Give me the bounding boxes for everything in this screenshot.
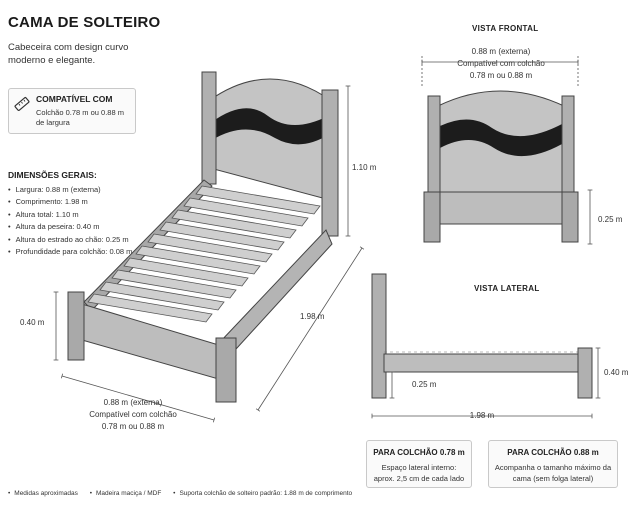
dimension-item: Profundidade para colchão: 0.08 m <box>8 246 133 258</box>
info-box-title: PARA COLCHÃO 0.88 m <box>507 448 599 457</box>
dimension-item: Altura da peseira: 0.40 m <box>8 221 132 233</box>
headboard-post-right <box>321 89 339 237</box>
compat-box <box>8 88 136 134</box>
dimension-item: Altura total: 1.10 m <box>8 209 132 221</box>
label-length: 1.98 m <box>300 312 325 321</box>
footboard-post-left <box>67 291 85 361</box>
label-height-total: 1.10 m <box>352 163 377 172</box>
front-width-line3: 0.78 m ou 0.88 m <box>469 71 533 80</box>
label-width-line1: 0.88 m (externa) <box>103 398 163 407</box>
front-view-title: VISTA FRONTAL <box>472 24 539 33</box>
slats <box>87 185 321 323</box>
footboard-post-right <box>215 337 237 403</box>
info-box-title: PARA COLCHÃO 0.78 m <box>373 448 465 457</box>
info-box-text: Acompanha o tamanho máximo da cama (sem … <box>494 463 612 483</box>
info-box-078: PARA COLCHÃO 0.78 m Espaço lateral inter… <box>366 440 472 488</box>
front-width-line2: Compatível com colchão <box>457 59 545 68</box>
label-width-line3: 0.78 m ou 0.88 m <box>101 422 165 431</box>
dimensions-list: Largura: 0.88 m (externa) Comprimento: 1… <box>8 184 133 258</box>
label-width-line2: Compatível com colchão <box>89 410 177 419</box>
dimension-line-width <box>60 373 216 423</box>
headboard-post-left <box>201 71 217 185</box>
dimensions-title: DIMENSÕES GERAIS: <box>8 170 97 180</box>
compat-text: Colchão 0.78 m ou 0.88 m de largura <box>36 108 124 127</box>
label-foot-height: 0.40 m <box>20 318 45 327</box>
info-box-088: PARA COLCHÃO 0.88 m Acompanha o tamanho … <box>488 440 618 488</box>
side-foot-height-label: 0.40 m <box>604 368 629 377</box>
dimension-line-length <box>255 246 365 412</box>
dimension-item: Comprimento: 1.98 m <box>8 196 132 208</box>
footnote: Madeira maciça / MDF <box>90 490 162 497</box>
dimension-item: Largura: 0.88 m (externa) <box>8 184 132 196</box>
ruler-icon <box>14 97 30 111</box>
side-length-label: 1.98 m <box>469 411 495 420</box>
info-box-text: Espaço lateral interno: aprox. 2,5 cm de… <box>373 463 465 483</box>
page-title: CAMA DE SOLTEIRO <box>8 14 161 31</box>
dimension-item: Altura do estrado ao chão: 0.25 m <box>8 234 132 246</box>
side-view-title: VISTA LATERAL <box>474 284 540 293</box>
footnotes: Medidas aproximadas Madeira maciça / MDF… <box>8 490 362 497</box>
page-subtitle: Cabeceira com design curvo moderno e ele… <box>8 42 129 66</box>
front-height-label: 0.25 m <box>598 215 623 224</box>
front-view-drawing <box>421 56 593 245</box>
compat-title: COMPATÍVEL COM <box>36 94 113 104</box>
side-view-drawing <box>371 273 601 419</box>
front-width-line1: 0.88 m (externa) <box>471 47 531 56</box>
footnote: Suporta colchão de solteiro padrão: 1.88… <box>173 490 352 497</box>
headboard-curve-accent <box>212 108 328 145</box>
footnote: Medidas aproximadas <box>8 490 78 497</box>
side-base-height-label: 0.25 m <box>412 380 437 389</box>
